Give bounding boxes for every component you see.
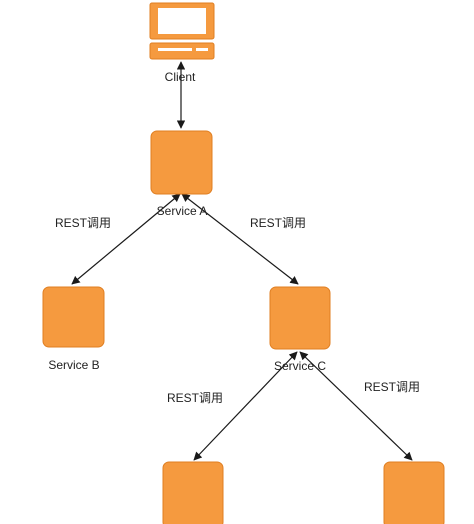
service-e-node [383, 461, 445, 524]
client-label: Client [164, 70, 196, 84]
edge-service-a-service-b [71, 193, 181, 285]
edge-label-a-c: REST调用 [250, 216, 307, 230]
edge-label-c-e: REST调用 [364, 380, 421, 394]
computer-icon [149, 2, 215, 60]
service-b-node [42, 286, 105, 348]
edge-label-c-d: REST调用 [167, 391, 224, 405]
service-d-node [162, 461, 224, 524]
service-a-node [150, 130, 213, 195]
service-c-node [269, 286, 331, 350]
edge-label-a-b: REST调用 [55, 216, 112, 230]
service-a-label: Service A [156, 204, 208, 218]
service-b-label: Service B [48, 358, 100, 372]
edge-service-c-service-e [299, 351, 413, 461]
edge-service-a-service-c [181, 193, 299, 285]
edge-service-c-service-d [193, 351, 298, 461]
service-c-label: Service C [273, 359, 327, 373]
